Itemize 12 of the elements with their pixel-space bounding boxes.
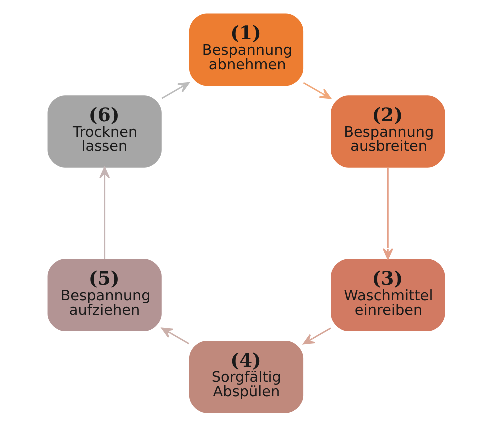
node-box: (3) Waschmittel einreiben	[331, 259, 446, 332]
arrow	[100, 167, 110, 259]
arrow	[382, 168, 394, 260]
arrow	[303, 82, 332, 100]
node-box: (5) Bespannung aufziehen	[48, 259, 162, 332]
node-box: (2) Bespannung ausbreiten	[331, 96, 446, 168]
arrow	[162, 328, 190, 345]
arrow	[303, 328, 332, 345]
node-box: (6) Trocknen lassen	[48, 96, 162, 168]
arrow	[162, 82, 190, 100]
node-box: (1) Bespannung abnehmen	[189, 14, 304, 86]
node-box: (4) Sorgfältig Abspülen	[189, 340, 304, 414]
